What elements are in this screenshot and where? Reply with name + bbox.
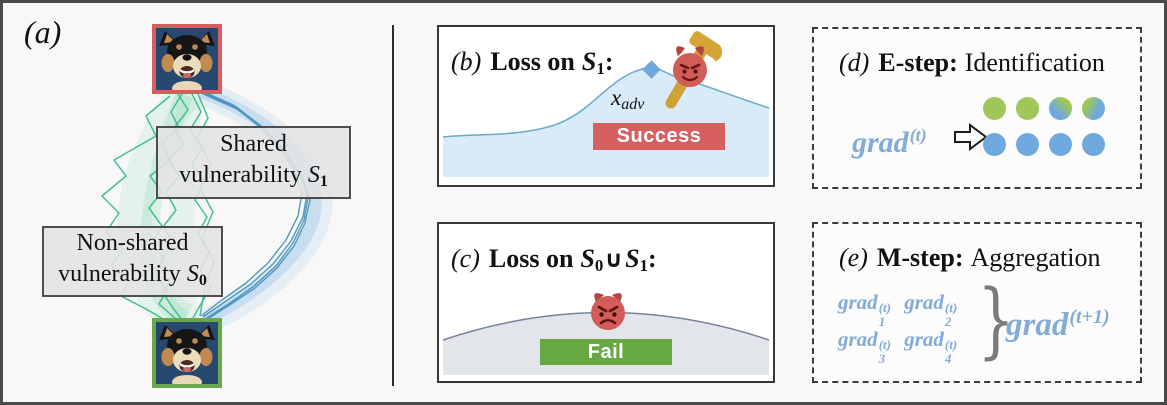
devil-horn — [695, 46, 704, 56]
grad-4-label: grad(t)4 — [904, 327, 958, 366]
angry-devil-icon — [591, 293, 625, 330]
aggregation-brace: } — [977, 273, 1015, 368]
shared-box-line1: Shared — [220, 130, 287, 157]
grad-row-1: grad(t)1 grad(t)2 — [838, 290, 965, 329]
gradient-dot-blue — [1016, 133, 1039, 156]
gradient-dot-blue — [983, 133, 1006, 156]
vertical-divider — [392, 25, 394, 386]
panel-b-letter: (b) — [451, 47, 482, 76]
success-badge: Success — [593, 123, 725, 150]
panel-d-title: (d)E-step:Identification — [839, 48, 1105, 77]
set-symbol: S — [186, 260, 199, 287]
grad-row-2: grad(t)3 grad(t)4 — [838, 327, 965, 366]
panel-d: (d)E-step:Identification grad(t) — [812, 27, 1142, 189]
panel-a-label: (a) — [24, 14, 62, 50]
gradient-dot-blue — [1082, 133, 1105, 156]
union-symbol: ∪ — [604, 247, 624, 273]
set-symbol: S — [307, 161, 320, 188]
clean-dog-image — [152, 318, 222, 388]
devil-horn — [676, 46, 685, 56]
set-subscript: 0 — [594, 256, 604, 275]
panel-e-title: (e)M-step:Aggregation — [839, 243, 1101, 272]
adversarial-dog-image — [152, 24, 222, 94]
devil-horn — [594, 293, 604, 302]
set-subscript: 1 — [639, 256, 649, 275]
set-symbol: S — [580, 244, 595, 273]
gradient-dot-mixed — [1049, 97, 1072, 120]
gradient-dot-blue — [1049, 133, 1072, 156]
devil-with-hammer-icon — [665, 31, 723, 109]
set-subscript: 0 — [198, 271, 207, 289]
gradient-dot-green — [1016, 97, 1039, 120]
grad-t-plus-1-label: grad(t+1) — [1006, 306, 1110, 343]
set-symbol: S — [625, 244, 640, 273]
set-subscript: 1 — [319, 172, 328, 190]
hammer-head — [689, 31, 723, 62]
grad-2-label: grad(t)2 — [904, 290, 958, 329]
devil-horn — [612, 293, 622, 302]
blue-glow — [197, 80, 333, 330]
nonshared-box-line1: Non-shared — [76, 229, 189, 256]
panel-e: (e)M-step:Aggregation grad(t)1 grad(t)2 … — [812, 222, 1142, 383]
set-symbol: S — [581, 47, 597, 76]
right-arrow-icon — [954, 123, 988, 151]
gradient-dot-green — [983, 97, 1006, 120]
x-adv-label: xadv — [611, 85, 645, 113]
grad-3-label: grad(t)3 — [838, 327, 891, 366]
grad-1-label: grad(t)1 — [838, 290, 891, 329]
set-subscript: 1 — [596, 59, 605, 78]
devil-face — [673, 53, 707, 87]
devil-face — [591, 296, 625, 330]
fail-badge: Fail — [540, 339, 672, 365]
panel-d-letter: (d) — [839, 48, 870, 77]
panel-c-letter: (c) — [451, 244, 480, 273]
panel-e-letter: (e) — [839, 243, 868, 272]
grad-t-label: grad(t) — [852, 125, 927, 159]
gradient-dot-mixed — [1082, 97, 1105, 120]
